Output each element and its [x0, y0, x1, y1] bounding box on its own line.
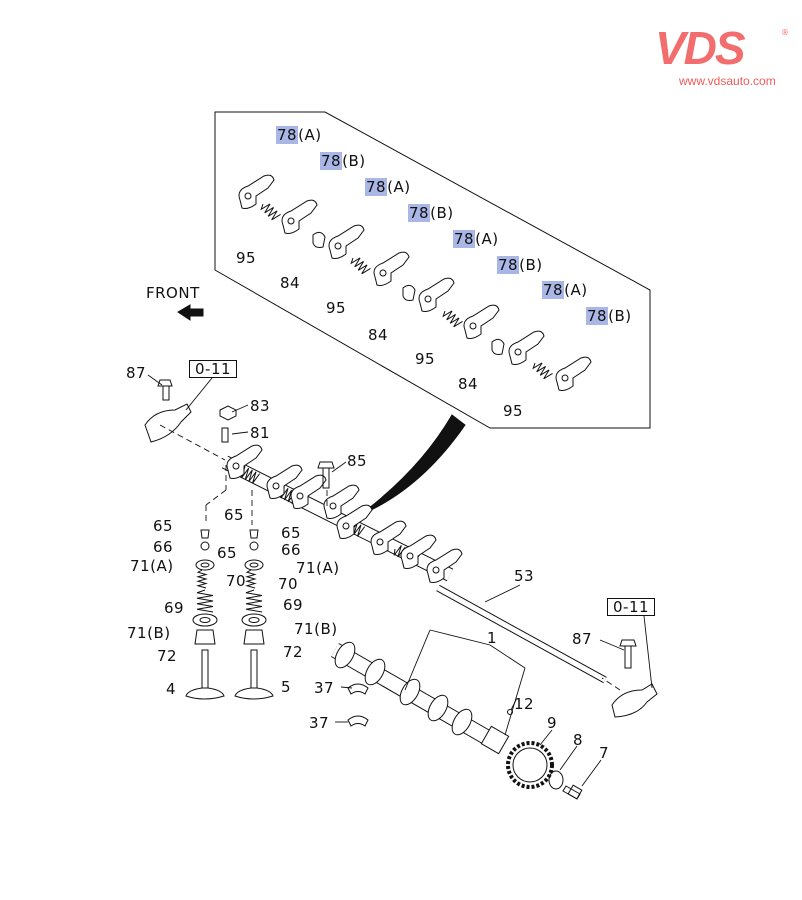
part-label: 71(A): [130, 557, 174, 575]
part-label: 95: [415, 350, 436, 368]
part-label: 95: [326, 299, 347, 317]
vds-logo: VDS ® www.vdsauto.com: [655, 22, 790, 88]
part-label: 71(B): [127, 624, 171, 642]
part-label: 7: [599, 744, 610, 762]
part-number-highlight: 78: [408, 204, 431, 222]
bolts-brackets: [144, 379, 658, 727]
part-label: 1: [487, 629, 498, 647]
part-label: 65: [281, 524, 302, 542]
part-number-highlight: 78: [320, 152, 343, 170]
part-suffix: (A): [387, 178, 411, 196]
leader-lines: [147, 374, 653, 787]
part-label: 84: [368, 326, 389, 344]
part-label: 87: [572, 630, 593, 648]
part-label: 70: [278, 575, 299, 593]
bracket-84: [312, 231, 326, 248]
bracket-84: [491, 338, 505, 355]
part-label: 65: [224, 506, 245, 524]
part-label: 81: [250, 424, 271, 442]
rocker-arm-a: [418, 277, 455, 312]
part-label: 69: [283, 596, 304, 614]
part-label: 9: [547, 714, 558, 732]
spring-95: [442, 310, 463, 328]
rocker-arm-a: [328, 224, 365, 259]
logo-brand: VDS: [655, 22, 746, 74]
part-number-highlight: 78: [453, 230, 476, 248]
part-label: 4: [166, 680, 177, 698]
cam-gear: [506, 741, 583, 800]
rocker-arm-b: [373, 251, 410, 286]
part-number-highlight: 78: [276, 126, 299, 144]
inset-frame: [214, 111, 651, 429]
part-suffix: (B): [430, 204, 454, 222]
part-label: 72: [157, 647, 178, 665]
part-label: 71(B): [294, 620, 338, 638]
part-number-highlight: 78: [497, 256, 520, 274]
part-label: 84: [280, 274, 301, 292]
part-label: 65: [217, 544, 238, 562]
part-label: 85: [347, 452, 368, 470]
part-label: 95: [236, 249, 257, 267]
ref-box-0-11: 0-11: [189, 360, 238, 378]
part-label: 71(A): [296, 559, 340, 577]
front-label: FRONT: [146, 284, 200, 302]
spring-95: [532, 362, 553, 380]
logo-registered: ®: [781, 28, 789, 37]
part-label: 37: [314, 679, 335, 697]
part-number-highlight: 78: [542, 281, 565, 299]
part-label-78: 78(B): [408, 204, 454, 222]
part-number-highlight: 78: [586, 307, 609, 325]
front-arrow-icon: [177, 304, 204, 321]
part-number-highlight: 78: [365, 178, 388, 196]
spring-95: [350, 257, 371, 275]
part-suffix: (B): [342, 152, 366, 170]
shaft-53: [436, 584, 607, 684]
part-label: 5: [281, 678, 292, 696]
part-label: 72: [283, 643, 304, 661]
rocker-arm-b: [555, 356, 592, 391]
part-label: 95: [503, 402, 524, 420]
camshaft: [331, 641, 510, 755]
ref-box-0-11: 0-11: [607, 598, 656, 616]
part-label: 8: [573, 731, 584, 749]
rocker-arm-b: [463, 304, 500, 339]
part-label: 66: [153, 538, 174, 556]
part-suffix: (B): [608, 307, 632, 325]
part-suffix: (A): [298, 126, 322, 144]
part-label-78: 78(A): [276, 126, 322, 144]
part-label: 84: [458, 375, 479, 393]
intake-valve-stack: [185, 529, 225, 700]
rocker-arm-a: [238, 174, 275, 209]
spring-95: [260, 203, 281, 221]
part-label-78: 78(B): [497, 256, 543, 274]
part-label: 69: [164, 599, 185, 617]
part-label-78: 78(B): [320, 152, 366, 170]
rocker-shaft-assembly: [221, 444, 463, 583]
part-label: 65: [153, 517, 174, 535]
part-label: 53: [514, 567, 535, 585]
part-label: 70: [226, 572, 247, 590]
part-label-78: 78(A): [453, 230, 499, 248]
rocker-arm-a: [508, 330, 545, 365]
rocker-arm-b: [281, 199, 318, 234]
part-label: 66: [281, 541, 302, 559]
part-label: 83: [250, 397, 271, 415]
logo-url: www.vdsauto.com: [679, 74, 776, 88]
inset-callout-wedge: [359, 414, 466, 516]
bracket-84: [402, 284, 416, 301]
part-suffix: (A): [564, 281, 588, 299]
part-label: 12: [514, 695, 535, 713]
part-suffix: (B): [519, 256, 543, 274]
part-label: 87: [126, 364, 147, 382]
part-label-78: 78(A): [542, 281, 588, 299]
part-suffix: (A): [475, 230, 499, 248]
part-label-78: 78(A): [365, 178, 411, 196]
part-label: 37: [309, 714, 330, 732]
part-label-78: 78(B): [586, 307, 632, 325]
exhaust-valve-stack: [234, 529, 274, 700]
